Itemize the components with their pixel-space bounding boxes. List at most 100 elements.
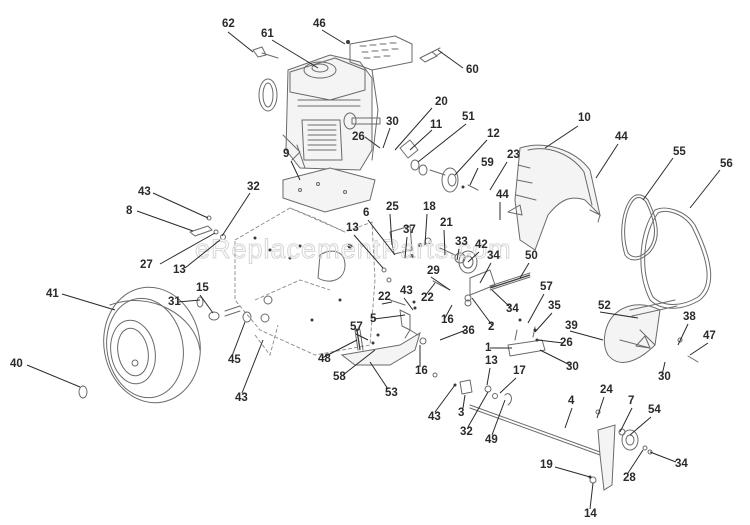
engine-mount-plate-drawing	[282, 167, 376, 213]
callout-drive-belt: 55	[642, 146, 686, 201]
callout-engine: 61	[261, 28, 319, 69]
leader-line	[321, 339, 358, 359]
leader-line	[619, 407, 633, 433]
callout-label: 45	[228, 354, 241, 366]
callout-label: 43	[138, 186, 151, 198]
callout-label: 46	[313, 18, 326, 30]
leader-line	[661, 361, 666, 376]
leader-line	[689, 169, 721, 209]
callout-label: 50	[525, 250, 538, 262]
callout-label: 44	[615, 131, 628, 143]
callout-label: 31	[168, 296, 181, 308]
leader-line	[627, 449, 644, 474]
leader-line	[409, 129, 433, 151]
callout-idler-pulley: 42	[467, 239, 488, 263]
leader-line	[642, 157, 674, 201]
callout-label: 32	[247, 181, 260, 193]
leader-line	[417, 123, 467, 163]
callout-bushing: 13	[346, 222, 384, 269]
leader-line	[136, 210, 194, 232]
callout-label: 12	[487, 128, 500, 140]
leader-line	[519, 262, 530, 279]
callout-label: 10	[578, 112, 591, 124]
leader-line	[491, 399, 506, 436]
callout-bracket: 3	[458, 394, 466, 419]
leader-line	[231, 321, 246, 357]
leader-line	[355, 333, 369, 341]
leader-line	[353, 234, 384, 269]
callout-label: 8	[126, 205, 133, 217]
callout-label: 18	[423, 201, 436, 213]
leader-line	[537, 339, 564, 344]
callout-nut: 34	[649, 451, 688, 470]
callout-label: 26	[560, 337, 573, 349]
leader-line	[394, 107, 433, 151]
callout-label: 39	[565, 320, 578, 332]
callout-nut: 34	[491, 289, 519, 315]
leader-line	[439, 329, 467, 341]
callout-screw: 44	[496, 189, 509, 220]
callout-label: 23	[507, 149, 520, 161]
brake-bracket-drawing	[340, 329, 421, 366]
callout-label: 3	[458, 407, 464, 419]
callout-auger-belt: 56	[689, 158, 733, 209]
callout-label: 16	[441, 314, 454, 326]
callout-spring: 47	[689, 330, 716, 356]
callout-fuel-cap-funnel: 62	[222, 18, 254, 53]
callout-shaft: 4	[564, 395, 575, 429]
callout-nut: 36	[439, 325, 475, 341]
callout-label: 15	[196, 282, 209, 294]
callout-nut: 43	[138, 186, 209, 219]
leader-line	[471, 297, 493, 326]
callout-bolt: 21	[440, 217, 453, 256]
callout-label: 52	[598, 300, 611, 312]
leader-line	[499, 377, 517, 394]
leader-line	[544, 125, 579, 149]
callout-label: 24	[600, 384, 613, 396]
leader-line	[373, 314, 406, 320]
callout-nut: 43	[400, 285, 414, 311]
leader-line	[177, 299, 201, 303]
callout-label: 26	[352, 131, 365, 143]
leader-line	[554, 466, 591, 478]
callout-idler-arm: 2	[471, 297, 494, 333]
callout-label: 48	[318, 353, 331, 365]
leader-line	[539, 349, 571, 366]
callout-label: 58	[333, 371, 346, 383]
callout-engine-mount-plate: 9	[283, 148, 301, 181]
callout-label: 44	[496, 189, 509, 201]
leader-line	[479, 262, 492, 284]
callout-brake-bracket: 53	[369, 361, 398, 399]
bracket-1-drawing	[507, 318, 546, 357]
callout-label: 11	[430, 119, 443, 131]
leader-line	[599, 311, 639, 319]
leader-line	[689, 342, 709, 356]
leader-line	[61, 293, 116, 311]
callout-label: 25	[386, 201, 399, 213]
watermark-text: eReplacementParts.com	[195, 234, 512, 264]
callout-bolt: 18	[423, 201, 436, 246]
callout-extension-spring: 50	[519, 250, 538, 279]
callout-pin: 27	[140, 232, 216, 271]
callout-screw: 39	[565, 320, 604, 341]
callout-label: 22	[421, 292, 434, 304]
callout-pin: 31	[168, 296, 201, 308]
callout-label: 13	[173, 264, 186, 276]
belt-cover-drawing	[507, 144, 601, 251]
leader-line	[595, 143, 619, 179]
callout-spark-plug: 60	[437, 49, 479, 76]
callout-label: 35	[548, 300, 561, 312]
leader-line	[290, 160, 301, 181]
callout-bearing: 45	[228, 321, 246, 366]
callout-washers: 51	[417, 111, 475, 163]
leader-line	[342, 349, 376, 376]
leader-line	[159, 232, 216, 265]
leader-line	[364, 136, 381, 149]
leader-line	[367, 219, 396, 256]
callout-engine-control-panel: 46	[313, 18, 346, 45]
engine-drawing	[258, 35, 413, 171]
callout-label: 43	[400, 285, 413, 297]
leader-line	[241, 339, 264, 394]
leader-line	[199, 294, 214, 314]
